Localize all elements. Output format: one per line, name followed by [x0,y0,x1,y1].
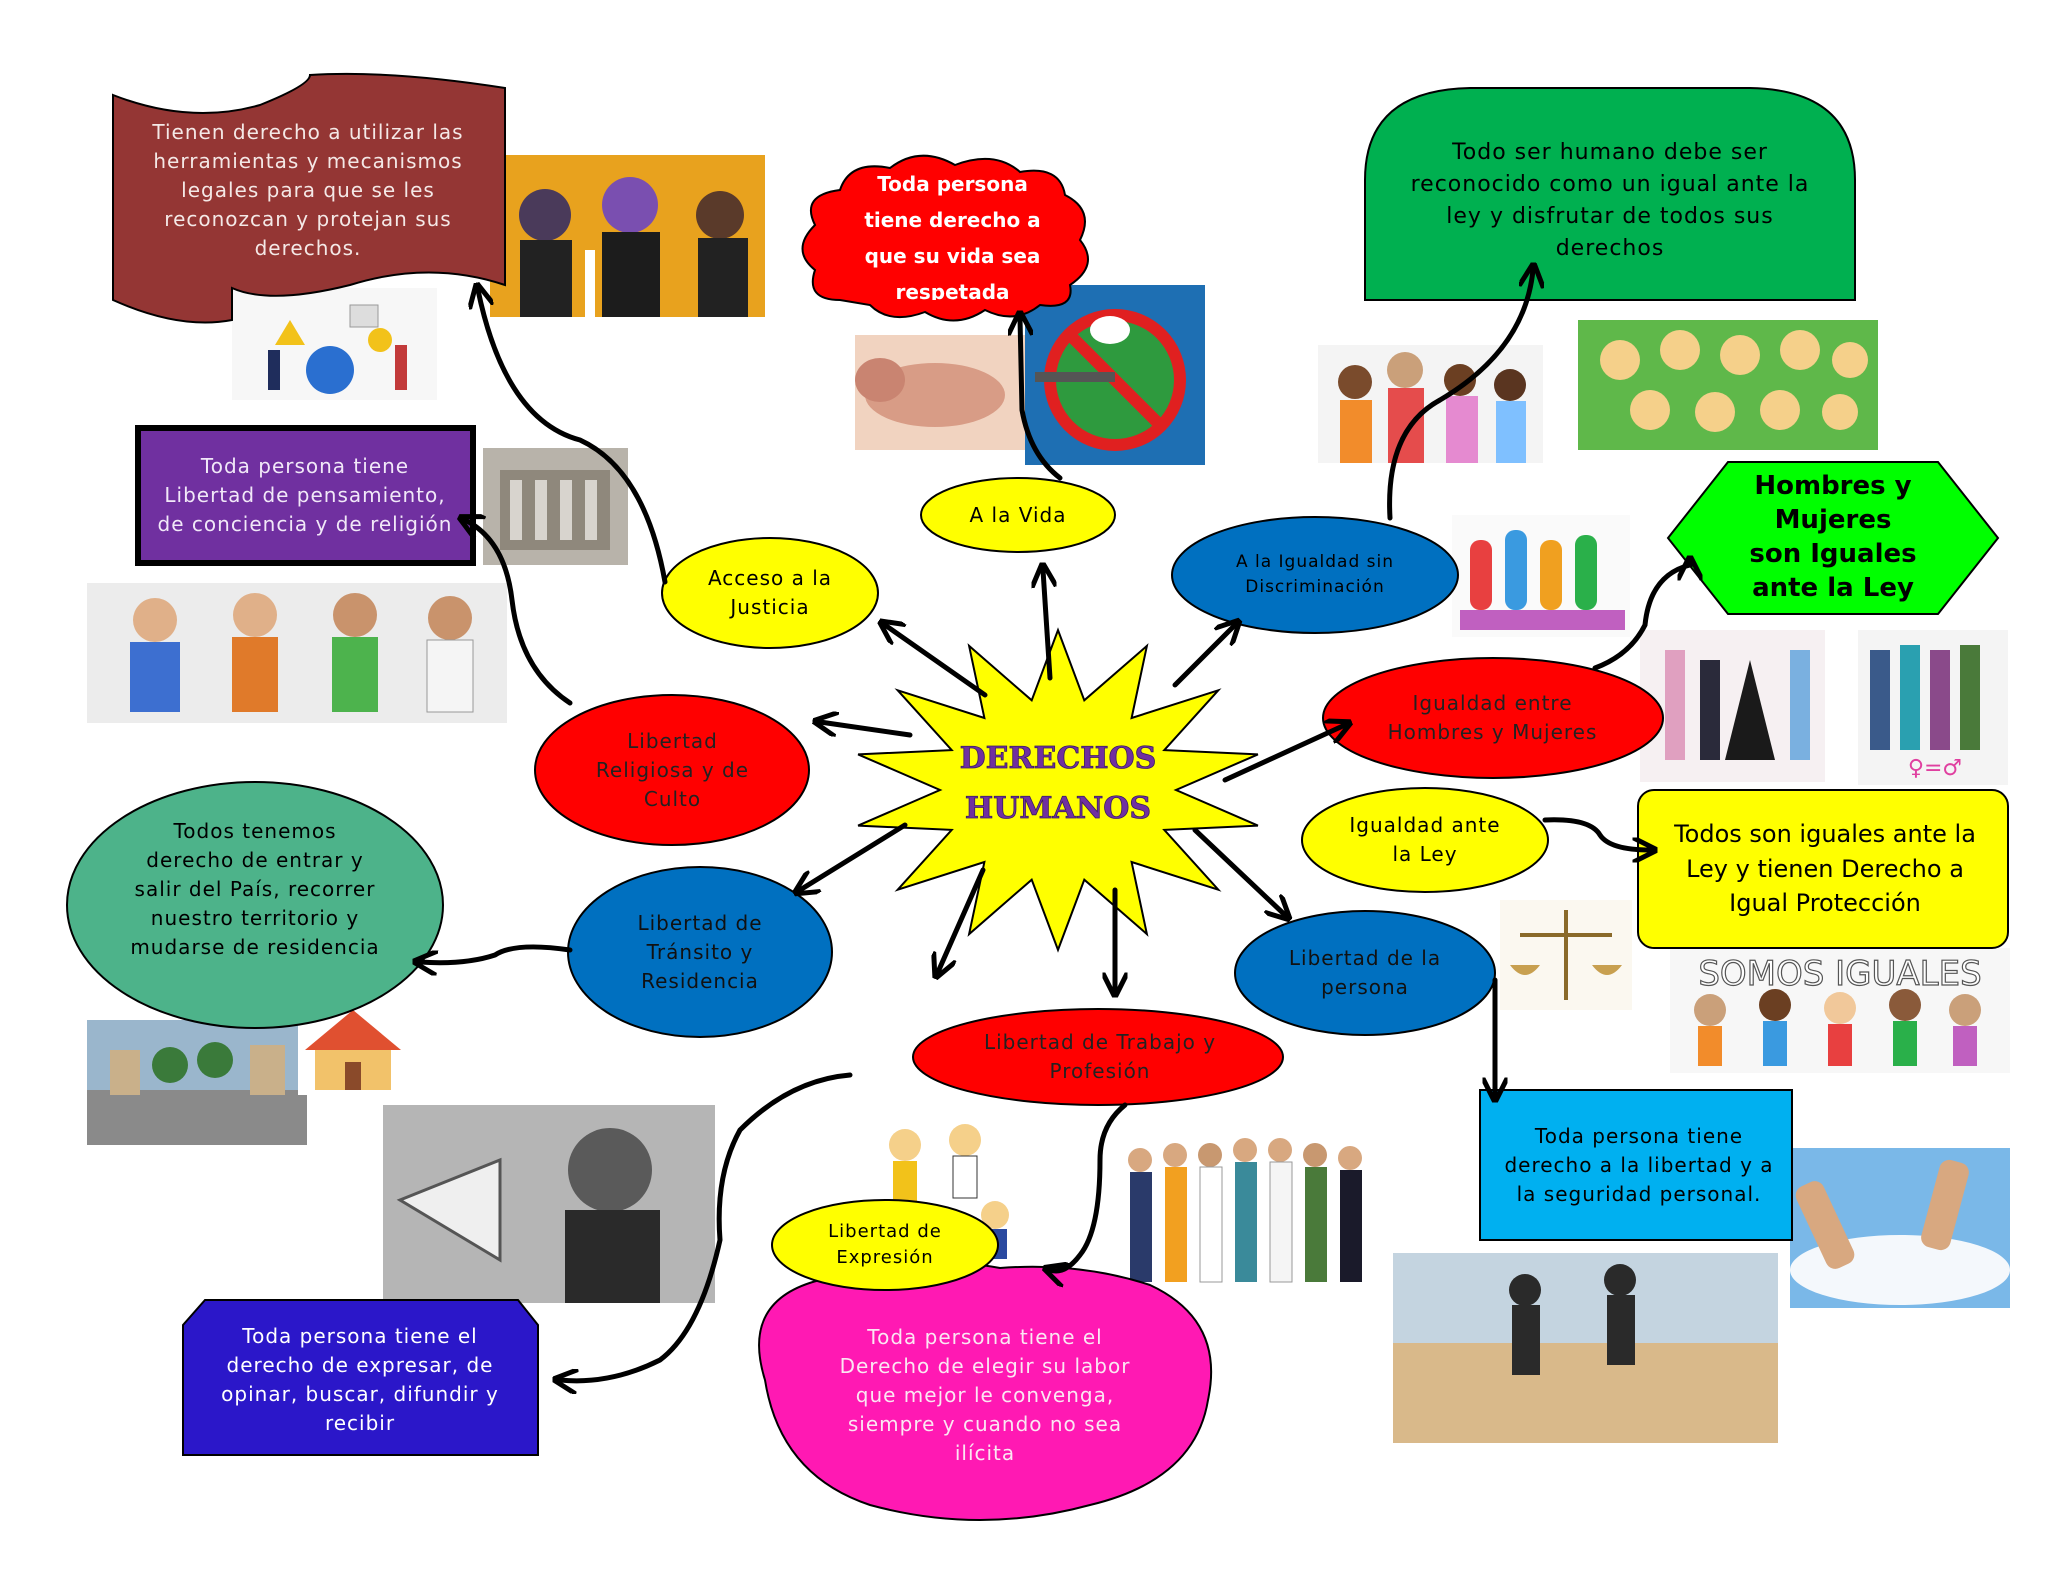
branch-justicia-ellipse [661,537,879,649]
jumping-girls-image [1393,1253,1778,1443]
arrow-to-discriminacion [1172,625,1235,688]
trabajo-description-text: Toda persona tiene el Derecho de elegir … [839,1324,1131,1465]
connector-religiosa-box [465,520,573,706]
branch-religiosa-ellipse [534,694,810,846]
connector-trabajo-blob [1050,1102,1128,1271]
megaphone-woman-image [383,1105,715,1303]
igualdad-ley-description-text: Todos son iguales ante la Ley y tienen D… [1674,819,1976,918]
igualdad-ley-description-box [1637,789,2009,949]
arrow-to-religiosa [820,722,913,738]
arrow-to-vida [1043,570,1050,681]
connector-discriminacion-igual [1387,270,1533,521]
center-title-line1: DERECHOS [960,741,1157,776]
persona-description-box [1479,1089,1793,1241]
expresion-description-box [182,1299,539,1456]
arrow-to-hombres-mujeres [1222,725,1345,783]
igual-description-text: Todo ser humano debe ser reconocido como… [1410,140,1810,261]
branch-justicia-label: Acceso a la Justicia [707,566,833,619]
raised-hands-image [1452,515,1630,637]
baby-image [855,335,1040,450]
diverse-people-image: ♀=♂ [1858,630,2008,785]
connector-transito-ellipse [420,944,573,963]
branch-expresion-label: Libertad de Expresión [828,1220,942,1268]
image-caption-somos-iguales: SOMOS IGUALES [1698,954,1981,994]
branch-hombres-mujeres-label: Igualdad entre Hombres y Mujeres [1387,691,1598,744]
branch-hombres-mujeres-ellipse [1322,657,1664,779]
connector-expresion-box [560,1072,853,1381]
connector-vida-cloud [1020,318,1063,481]
branch-igualdad-ley-ellipse [1301,787,1549,893]
vida-description-text: Toda persona tiene derecho a que su vida… [864,175,1041,300]
broken-chains-image [1790,1148,2010,1308]
arrow-to-persona [1192,827,1285,915]
branch-vida-label: A la Vida [969,502,1067,527]
connector-hombres-hexagon [1592,563,1690,671]
religiosa-description-box [135,425,476,566]
professionals-image [1118,1130,1388,1300]
arrow-to-center-down [938,867,986,972]
center-title-line2: HUMANOS [965,791,1151,826]
persona-description-text: Toda persona tiene derecho a la libertad… [1504,1123,1774,1206]
justicia-description-banner [112,72,506,324]
arrow-to-justicia [885,625,988,698]
branch-igualdad-ley-label: Igualdad ante la Ley [1349,813,1501,866]
branch-expresion-ellipse [771,1199,999,1291]
transito-description-text: Todos tenemos derecho de entrar y salir … [130,818,380,959]
somos-iguales-image [1670,948,2010,1073]
religiosa-description-text: Toda persona tiene Libertad de pensamien… [157,453,453,536]
branch-trabajo-ellipse [912,1008,1284,1106]
justicia-description-text: Tienen derecho a utilizar las herramient… [152,120,464,260]
no-weapons-image [1025,285,1205,465]
hexagon-text: Hombres y Mujeres son Iguales ante la Le… [1749,471,1917,603]
branch-persona-label: Libertad de la persona [1288,946,1442,999]
connector-igualdad-ley-box [1542,817,1650,850]
monument-image [483,448,628,565]
transito-description-ellipse [66,781,444,1029]
vida-description-cloud [801,154,1089,322]
connector-justicia-banner [478,290,668,585]
igual-description-shape [1364,87,1856,301]
judges-image [490,155,765,317]
center-starburst [857,627,1259,953]
arrow-to-transito [800,822,908,890]
people-globe-image [232,288,437,400]
branch-discriminacion-label: A la Igualdad sin Discriminación [1235,552,1395,597]
branch-vida-ellipse [920,477,1116,553]
branch-persona-ellipse [1234,910,1496,1036]
branch-discriminacion-ellipse [1171,516,1459,634]
expresion-description-text: Toda persona tiene el derecho de expresa… [221,1324,499,1435]
fashion-women-image [1640,630,1825,782]
hexagon-shape [1666,461,2000,615]
cartoon-kids-image [1578,320,1878,450]
branch-transito-label: Libertad de Tránsito y Residencia [637,910,763,993]
justice-scale-image [1500,900,1632,1010]
svg-text:♀=♂: ♀=♂ [1908,756,1962,781]
branch-religiosa-label: Libertad Religiosa y de Culto [595,728,750,811]
religions-image [87,583,507,723]
city-square-image [87,1020,307,1145]
branch-trabajo-label: Libertad de Trabajo y Profesión [983,1030,1217,1083]
